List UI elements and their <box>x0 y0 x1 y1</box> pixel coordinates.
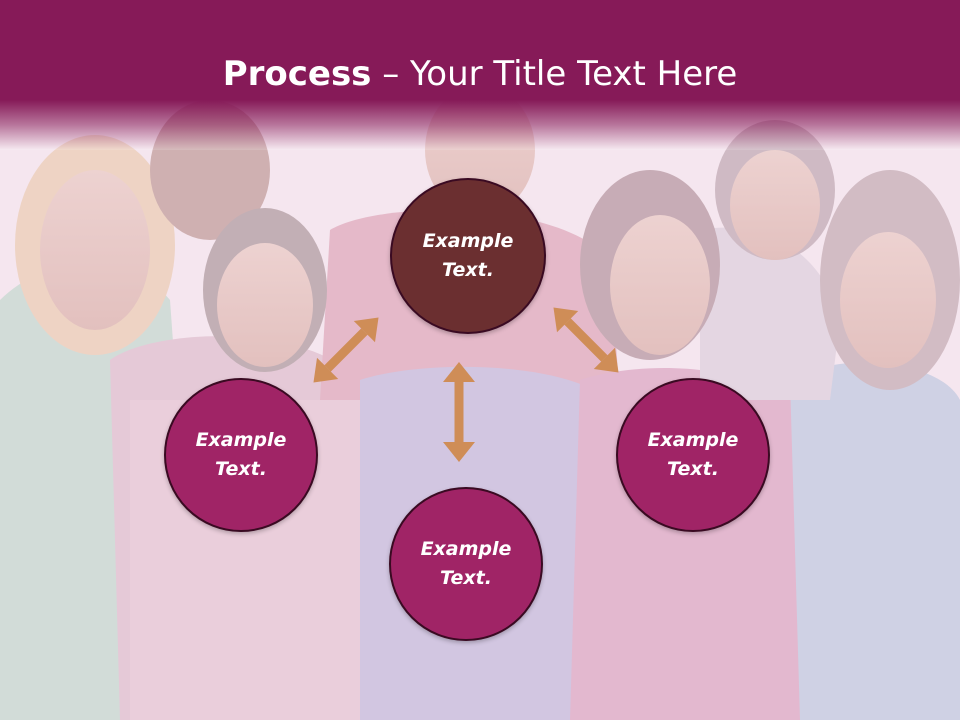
title-bold: Process <box>222 54 372 94</box>
node-left-label: Example Text. <box>195 429 287 480</box>
node-bottom-label: Example Text. <box>420 538 512 589</box>
double-arrow-top-right <box>553 307 619 373</box>
node-right-label: Example Text. <box>647 429 739 480</box>
title-band <box>0 0 960 150</box>
node-top[interactable]: Example Text. <box>390 178 546 334</box>
node-bottom[interactable]: Example Text. <box>389 487 543 641</box>
node-top-label: Example Text. <box>422 230 514 281</box>
title-text: – Your Title Text Here <box>371 54 738 94</box>
node-left[interactable]: Example Text. <box>164 378 318 532</box>
double-arrow-top-left <box>313 317 379 383</box>
node-right[interactable]: Example Text. <box>616 378 770 532</box>
slide-title[interactable]: Process – Your Title Text Here <box>0 52 960 96</box>
double-arrow-vertical <box>443 362 475 462</box>
